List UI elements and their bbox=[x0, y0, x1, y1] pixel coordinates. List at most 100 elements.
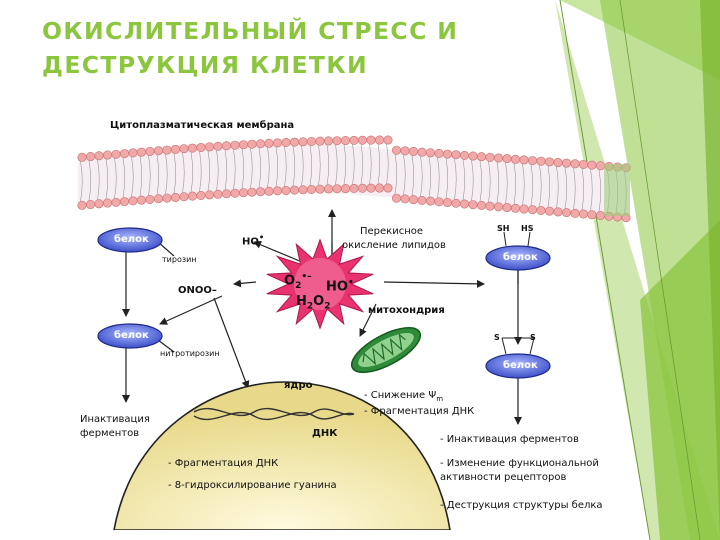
lipid-head bbox=[561, 208, 571, 218]
lipid-tail bbox=[199, 151, 202, 192]
lipid-head bbox=[256, 187, 266, 197]
lipid-head bbox=[544, 157, 554, 167]
protein-left-top-label: белок bbox=[114, 234, 149, 245]
lipid-head bbox=[222, 141, 232, 151]
lipid-head bbox=[536, 156, 546, 166]
lipid-tail bbox=[233, 149, 236, 190]
lipid-head bbox=[595, 161, 605, 171]
mitochondria bbox=[350, 327, 422, 373]
lipid-head bbox=[417, 195, 427, 205]
lipid-head bbox=[502, 154, 512, 164]
lipid-head bbox=[502, 203, 512, 213]
lipid-head bbox=[553, 158, 563, 168]
s-right-label: S bbox=[530, 333, 536, 342]
lipid-head bbox=[222, 189, 232, 199]
arrow-onoo-to-protein bbox=[159, 295, 223, 325]
lipid-head bbox=[553, 207, 563, 217]
lipid-head bbox=[111, 149, 121, 159]
diagram-arrows bbox=[122, 209, 522, 461]
lipid-head bbox=[357, 183, 367, 193]
lipid-head bbox=[578, 159, 588, 169]
ho-radical-label: HO• bbox=[242, 232, 265, 248]
lipid-head bbox=[442, 198, 452, 208]
nucleus-effect-2: - 8-гидроксилирование гуанина bbox=[168, 480, 337, 491]
lipid-head bbox=[324, 136, 334, 146]
lipid-head bbox=[188, 191, 198, 201]
lipid-tail bbox=[581, 168, 585, 211]
lipid-head bbox=[307, 136, 317, 146]
lipid-head bbox=[442, 149, 452, 159]
lipid-tail bbox=[479, 160, 483, 202]
star-ho-text: HO bbox=[326, 279, 348, 295]
lipid-tail bbox=[445, 158, 449, 199]
lipid-head bbox=[179, 192, 189, 202]
lipid-tail bbox=[547, 165, 551, 208]
lipid-tail bbox=[403, 154, 406, 195]
lipid-tail bbox=[394, 154, 398, 195]
lipid-head bbox=[349, 183, 359, 193]
lipid-head bbox=[468, 200, 478, 210]
sh-bond-right bbox=[527, 231, 531, 247]
lipid-head bbox=[154, 146, 164, 156]
arrow-onoo-to-nucleus bbox=[213, 297, 250, 389]
lipid-tail bbox=[573, 167, 576, 210]
lipid-head bbox=[451, 198, 461, 208]
lipid-tail bbox=[437, 157, 440, 198]
lipid-tail bbox=[539, 165, 542, 207]
lipid-tail bbox=[139, 156, 143, 197]
lipid-tail bbox=[309, 145, 313, 186]
lipid-head bbox=[111, 197, 121, 207]
lipid-tail bbox=[173, 153, 177, 194]
lipid-tail bbox=[454, 158, 457, 200]
lipid-head bbox=[417, 147, 427, 157]
mitochondria-label: митохондрия bbox=[368, 305, 445, 316]
peroxidation-label-line2: окисление липидов bbox=[342, 240, 446, 251]
protein-left-bottom bbox=[97, 323, 163, 349]
lipid-head bbox=[451, 150, 461, 160]
lipid-tail bbox=[564, 167, 568, 209]
lipid-tail bbox=[496, 161, 500, 203]
lipid-head bbox=[298, 185, 308, 195]
mito-effect-2: - Фрагментация ДНК bbox=[364, 406, 475, 417]
lipid-head bbox=[434, 197, 444, 207]
lipid-tail bbox=[513, 163, 517, 205]
lipid-head bbox=[307, 184, 317, 194]
lipid-tail bbox=[190, 152, 194, 193]
star-o2-label: O2•– bbox=[284, 272, 312, 291]
lipid-head bbox=[239, 188, 249, 198]
lipid-head bbox=[510, 203, 520, 213]
deco-stripe-3 bbox=[640, 220, 720, 540]
lipid-head bbox=[162, 193, 172, 203]
lipid-tail bbox=[530, 164, 534, 206]
right-effect-3: - Деструкция структуры белка bbox=[440, 500, 603, 511]
arrow-star-to-mitochondria bbox=[359, 303, 377, 337]
nucleus-effect-1: - Фрагментация ДНК bbox=[168, 458, 279, 469]
lipid-tail bbox=[267, 147, 270, 188]
onoo-label: ONOO– bbox=[178, 285, 217, 296]
lipid-head bbox=[154, 194, 164, 204]
lipid-tail bbox=[522, 163, 525, 206]
lipid-tail bbox=[241, 148, 245, 189]
lipid-head bbox=[205, 142, 215, 152]
lipid-head bbox=[340, 184, 350, 194]
lipid-head bbox=[349, 135, 359, 145]
right-effect-2-line1: - Изменение функциональной bbox=[440, 458, 599, 469]
lipid-head bbox=[527, 205, 537, 215]
lipid-tail bbox=[505, 162, 508, 204]
lipid-head bbox=[264, 186, 274, 196]
lipid-tail bbox=[114, 158, 117, 199]
lipid-head bbox=[145, 146, 155, 156]
sh-left-label: SH bbox=[497, 224, 510, 233]
lipid-tail bbox=[386, 143, 389, 185]
lipid-tail bbox=[250, 148, 253, 189]
deco-line-1 bbox=[559, 0, 651, 540]
lipid-head bbox=[94, 151, 104, 161]
lipid-head bbox=[408, 146, 418, 156]
lipid-head bbox=[298, 137, 308, 147]
sh-bond-left bbox=[503, 231, 507, 247]
lipid-head bbox=[86, 200, 95, 210]
lipid-head bbox=[527, 156, 537, 166]
lipid-tail bbox=[224, 149, 228, 190]
lipid-head bbox=[434, 148, 444, 158]
star-o2-text: O bbox=[284, 273, 296, 289]
